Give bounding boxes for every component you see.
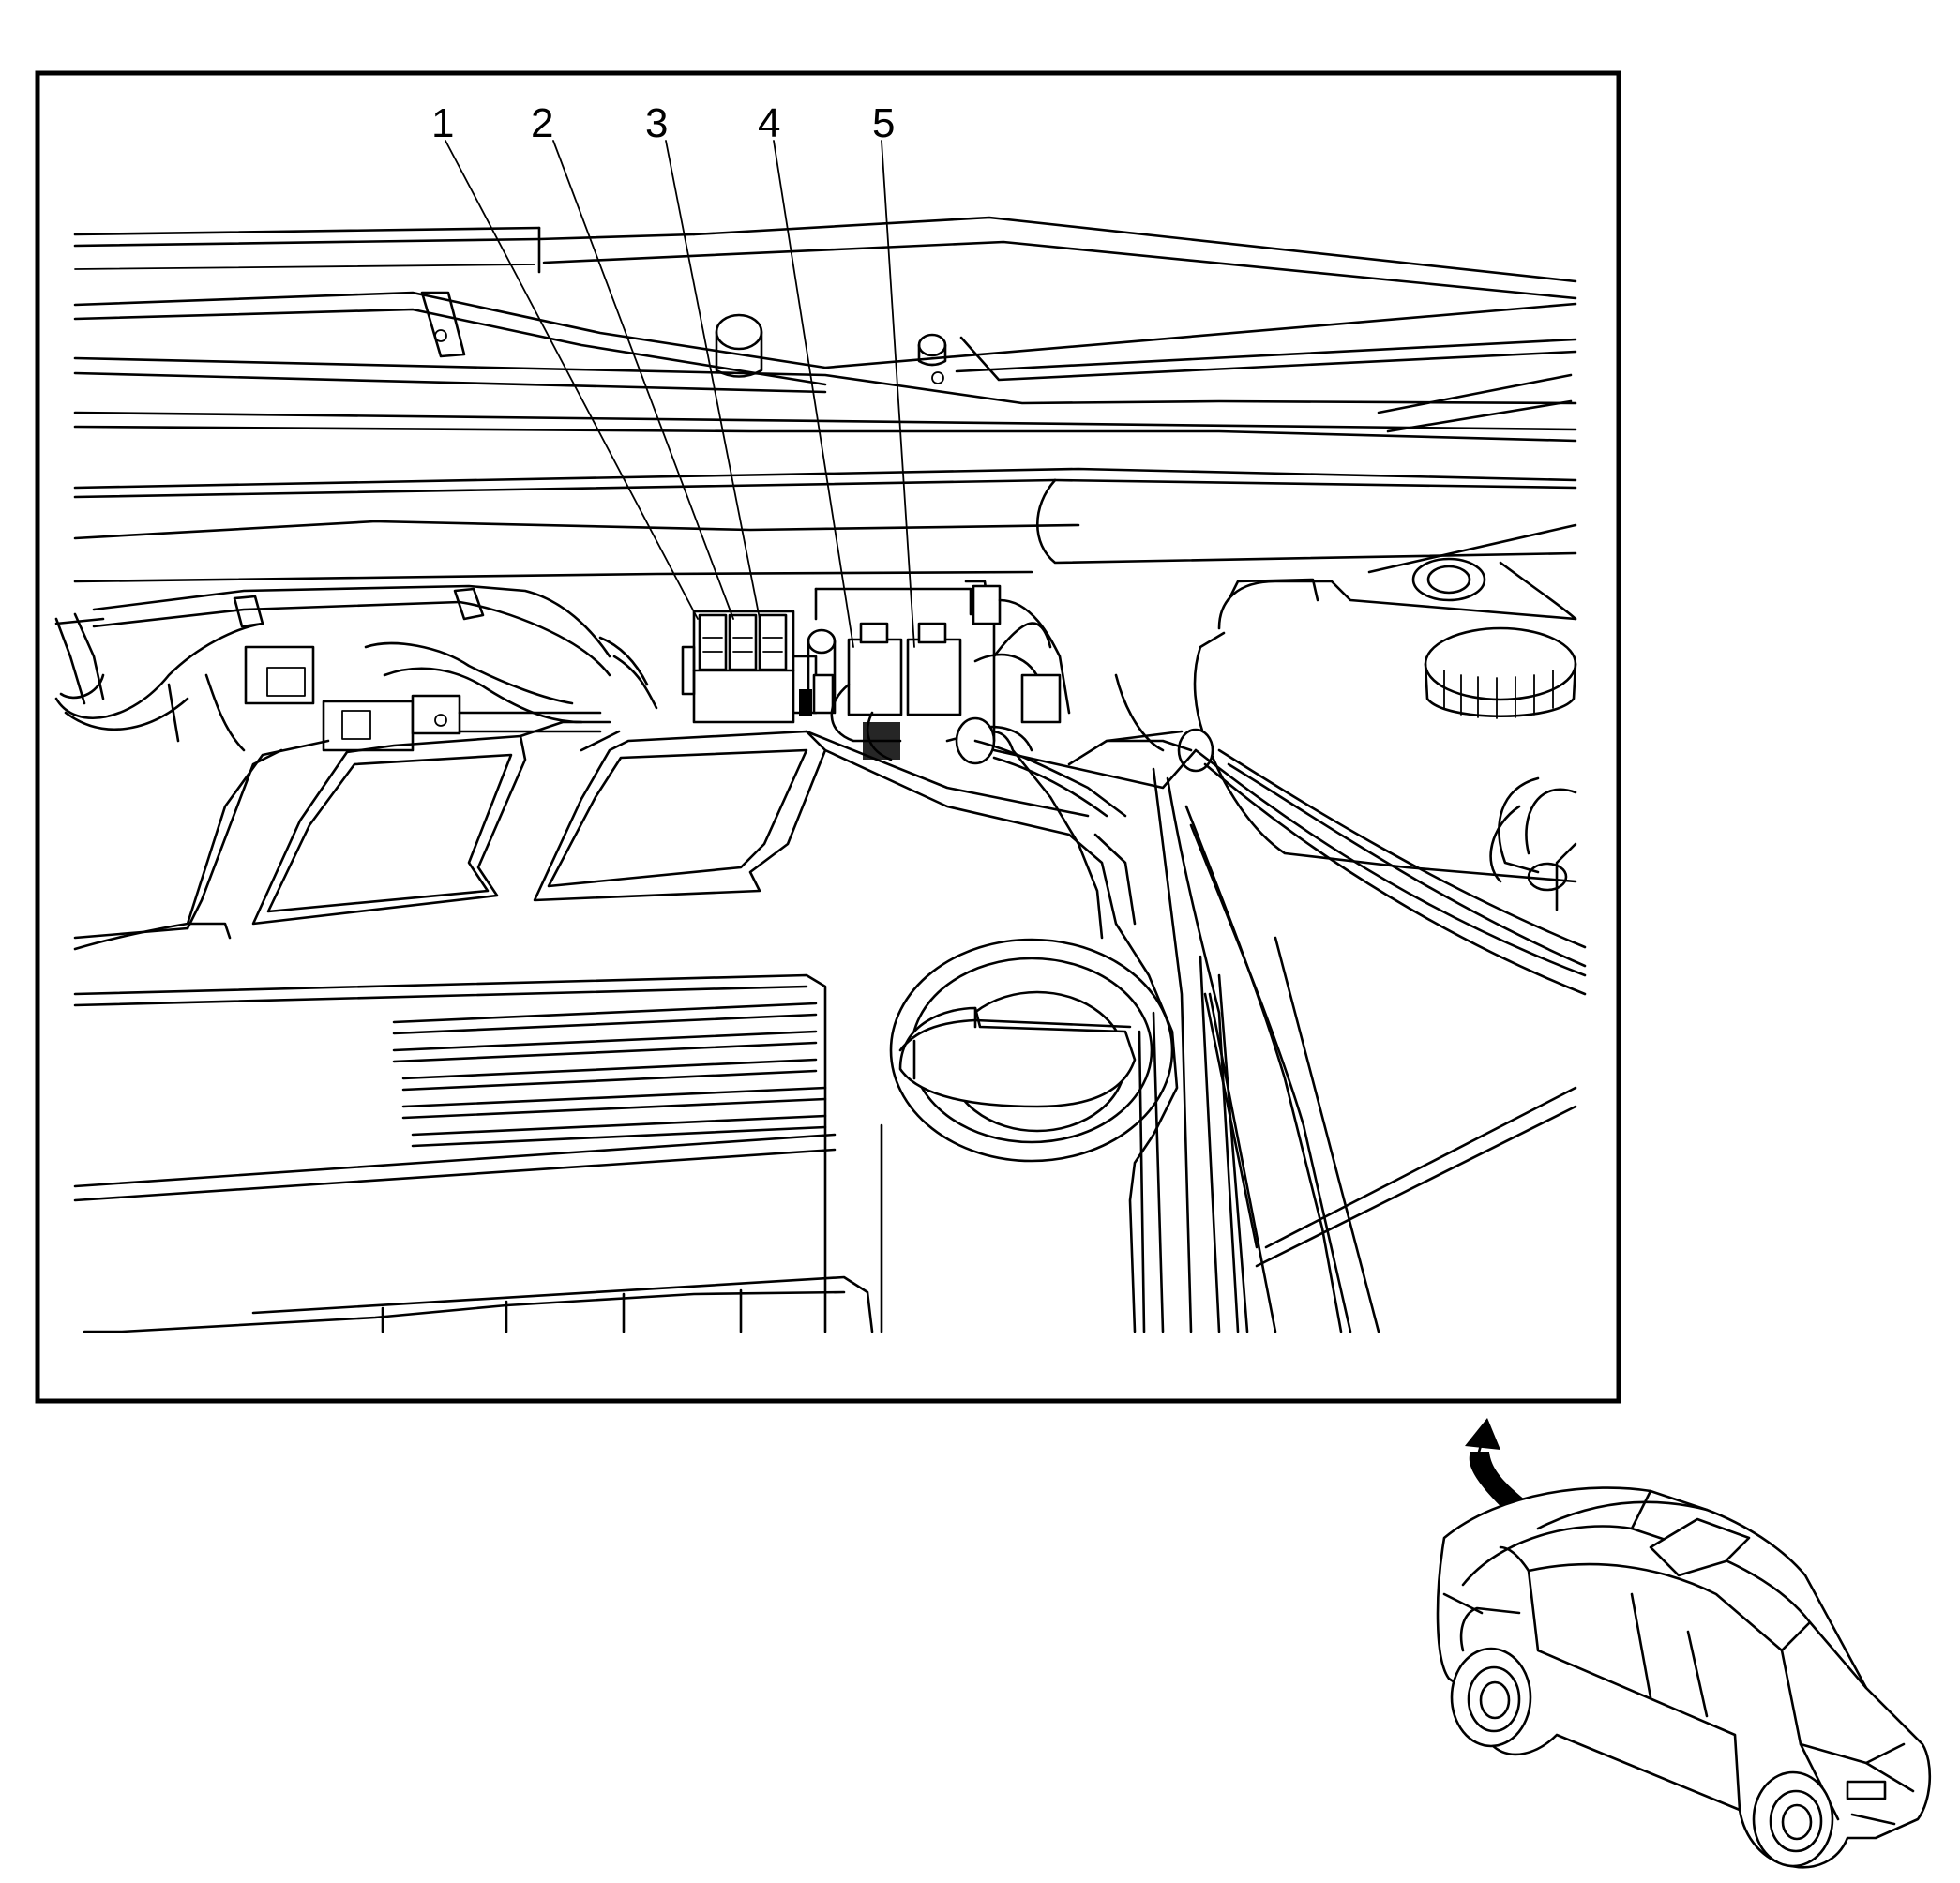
coolant-reservoir (1193, 557, 1577, 1268)
callout-2: 2 (531, 100, 553, 146)
callout-5: 5 (872, 100, 895, 146)
callout-3: 3 (645, 100, 668, 146)
oil-filler-neck (889, 938, 1174, 1163)
callout-4: 4 (758, 100, 780, 146)
relay-3 (758, 613, 788, 671)
relay-block (681, 580, 1071, 761)
leader-5 (881, 140, 915, 648)
leader-2 (552, 140, 734, 620)
leader-3 (665, 140, 761, 620)
callout-labels: 1 2 3 4 5 (431, 100, 895, 146)
hoses-right (945, 673, 1587, 1333)
connector-left (244, 645, 315, 705)
wiper-pivot-right (917, 333, 947, 357)
cowl-panel (73, 216, 1577, 583)
relay-5 (906, 638, 962, 716)
connector-center-left (322, 700, 415, 752)
relay-4 (847, 638, 903, 716)
leader-1 (445, 140, 699, 620)
vehicle-locator-car (1436, 1486, 1932, 1869)
oil-filler-cap (898, 1006, 1137, 1108)
sunroof (1649, 1517, 1751, 1577)
engine-cover (73, 720, 1179, 1333)
relay-2 (728, 613, 758, 671)
relay-1 (698, 613, 728, 671)
callout-1: 1 (431, 100, 454, 146)
leader-4 (773, 140, 854, 648)
wiring-harness-left (54, 584, 658, 752)
engine-detail-view: 1 2 3 4 5 (54, 100, 1587, 1333)
detail-frame (35, 70, 1621, 1404)
callout-leaders (445, 140, 915, 648)
wiper-pivot-left (715, 313, 763, 351)
